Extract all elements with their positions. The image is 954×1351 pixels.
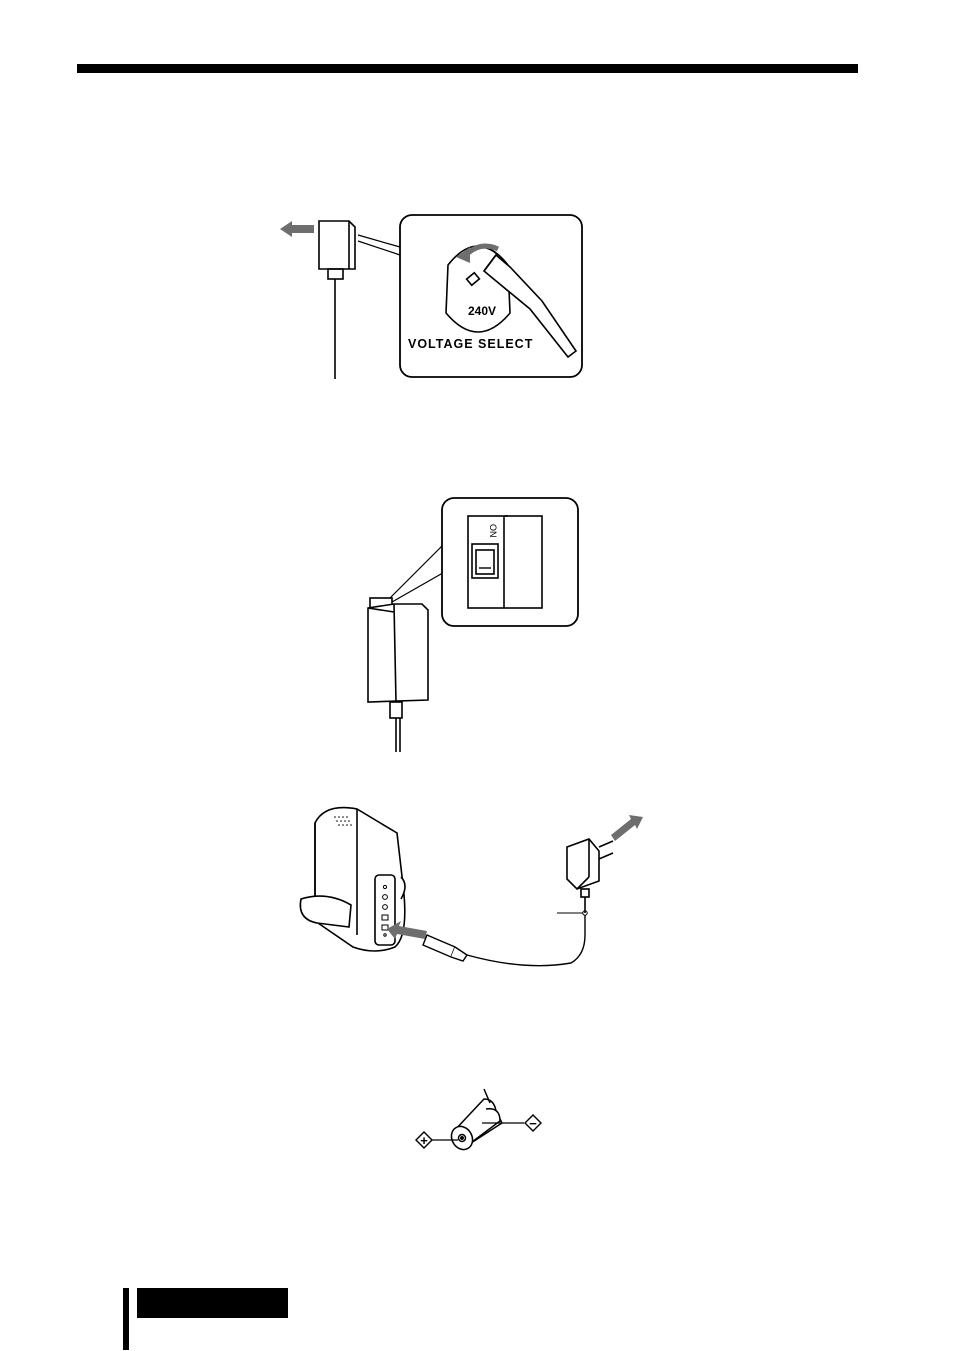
section-tab-marker: [123, 1288, 129, 1350]
voltage-value: 240V: [468, 304, 496, 318]
top-rule: [77, 64, 858, 73]
ac-adaptor-side: [319, 221, 355, 379]
dc-plug: [423, 915, 585, 966]
callout-box: [400, 215, 582, 377]
section-label-bar: [137, 1288, 288, 1318]
wall-adaptor: [567, 839, 613, 913]
negative-symbol: −: [529, 1116, 537, 1131]
figure-connection: [285, 795, 665, 985]
unplug-arrow-icon: [611, 815, 643, 841]
polarity-plug: [447, 1089, 502, 1153]
positive-symbol: +: [420, 1133, 428, 1148]
cord-label-line: [557, 911, 587, 915]
callout-lines: [358, 235, 400, 255]
callout-lines: [388, 540, 448, 602]
switch-on-label: ON: [488, 524, 498, 538]
ac-adaptor-body: [368, 598, 428, 752]
figure-plug-polarity: + −: [408, 1085, 558, 1165]
callout-box: [442, 498, 578, 626]
figure-voltage-selector: 240V VOLTAGE SELECT: [270, 205, 590, 385]
left-arrow-icon: [280, 221, 314, 237]
figure-power-switch: ON: [360, 490, 590, 760]
voltage-select-label: VOLTAGE SELECT: [408, 337, 533, 351]
